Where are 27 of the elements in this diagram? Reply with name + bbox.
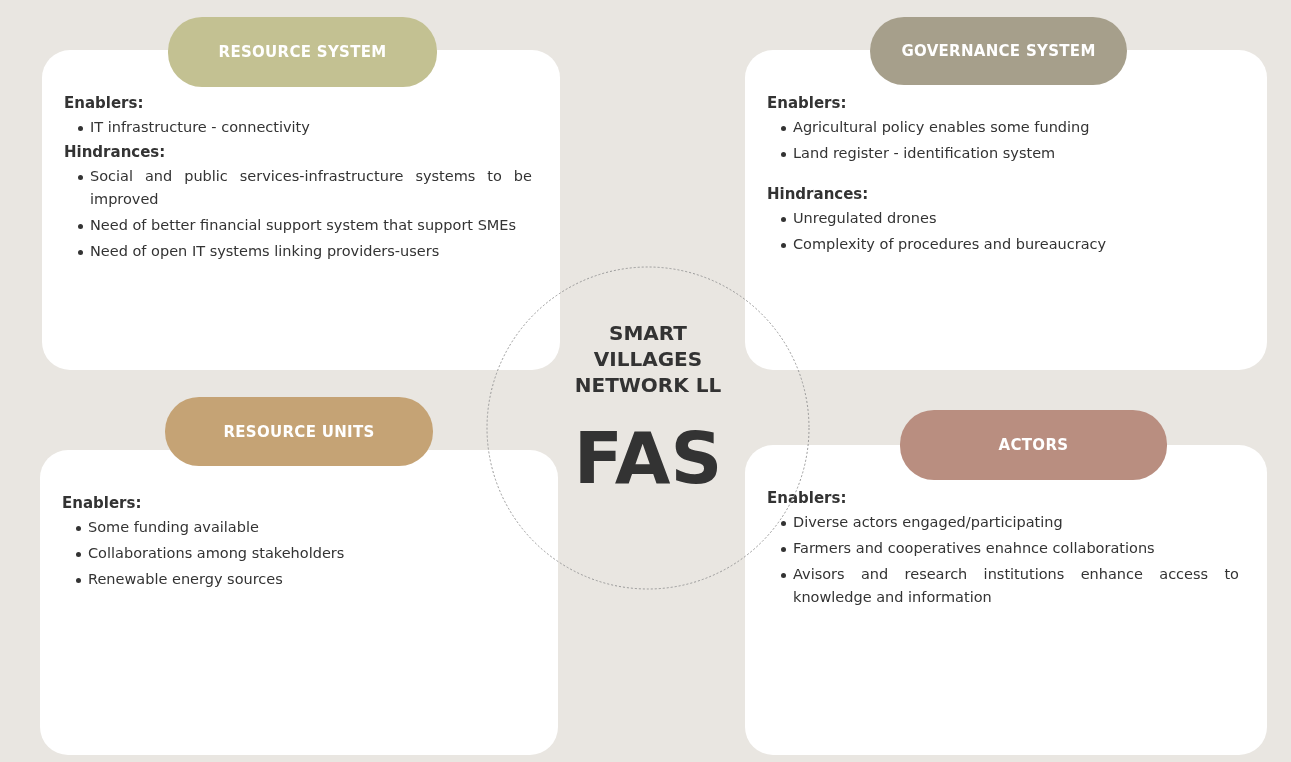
bullet-item: Farmers and cooperatives enahnce collaborations [779,537,1239,560]
heading-pill: RESOURCE UNITS [165,397,433,466]
bullet-item: Complexity of procedures and bureaucracy [779,233,1239,256]
bullet-item: Unregulated drones [779,207,1239,230]
bullet-item: Renewable energy sources [74,568,530,591]
heading-pill: RESOURCE SYSTEM [168,17,437,87]
bullet-item: Need of open IT systems linking providers-users [76,240,532,263]
bullet-item: Agricultural policy enables some funding [779,116,1239,139]
bullet-item: Social and public services-infrastructure systems to be improved [76,165,532,211]
info-card [40,450,558,755]
section-heading: Enablers: [64,94,145,112]
section-heading: Enablers: [62,494,143,512]
bullet-item: IT infrastructure - connectivity [76,116,532,139]
heading-pill: ACTORS [900,410,1167,480]
section-heading: Hindrances: [64,143,167,161]
center-acronym: FAS [572,420,724,496]
heading-pill: GOVERNANCE SYSTEM [870,17,1127,85]
bullet-item: Collaborations among stakeholders [74,542,530,565]
bullet-item: Need of better financial support system that support SMEs [76,214,532,237]
bullet-item: Diverse actors engaged/participating [779,511,1239,534]
bullet-item: Some funding available [74,516,530,539]
section-heading: Enablers: [767,94,848,112]
center-title: SMART VILLAGES NETWORK LL [573,320,723,398]
section-heading: Enablers: [767,489,848,507]
bullet-item: Land register - identification system [779,142,1239,165]
section-heading: Hindrances: [767,185,870,203]
bullet-item: Avisors and research institutions enhance access to knowledge and information [779,563,1239,609]
